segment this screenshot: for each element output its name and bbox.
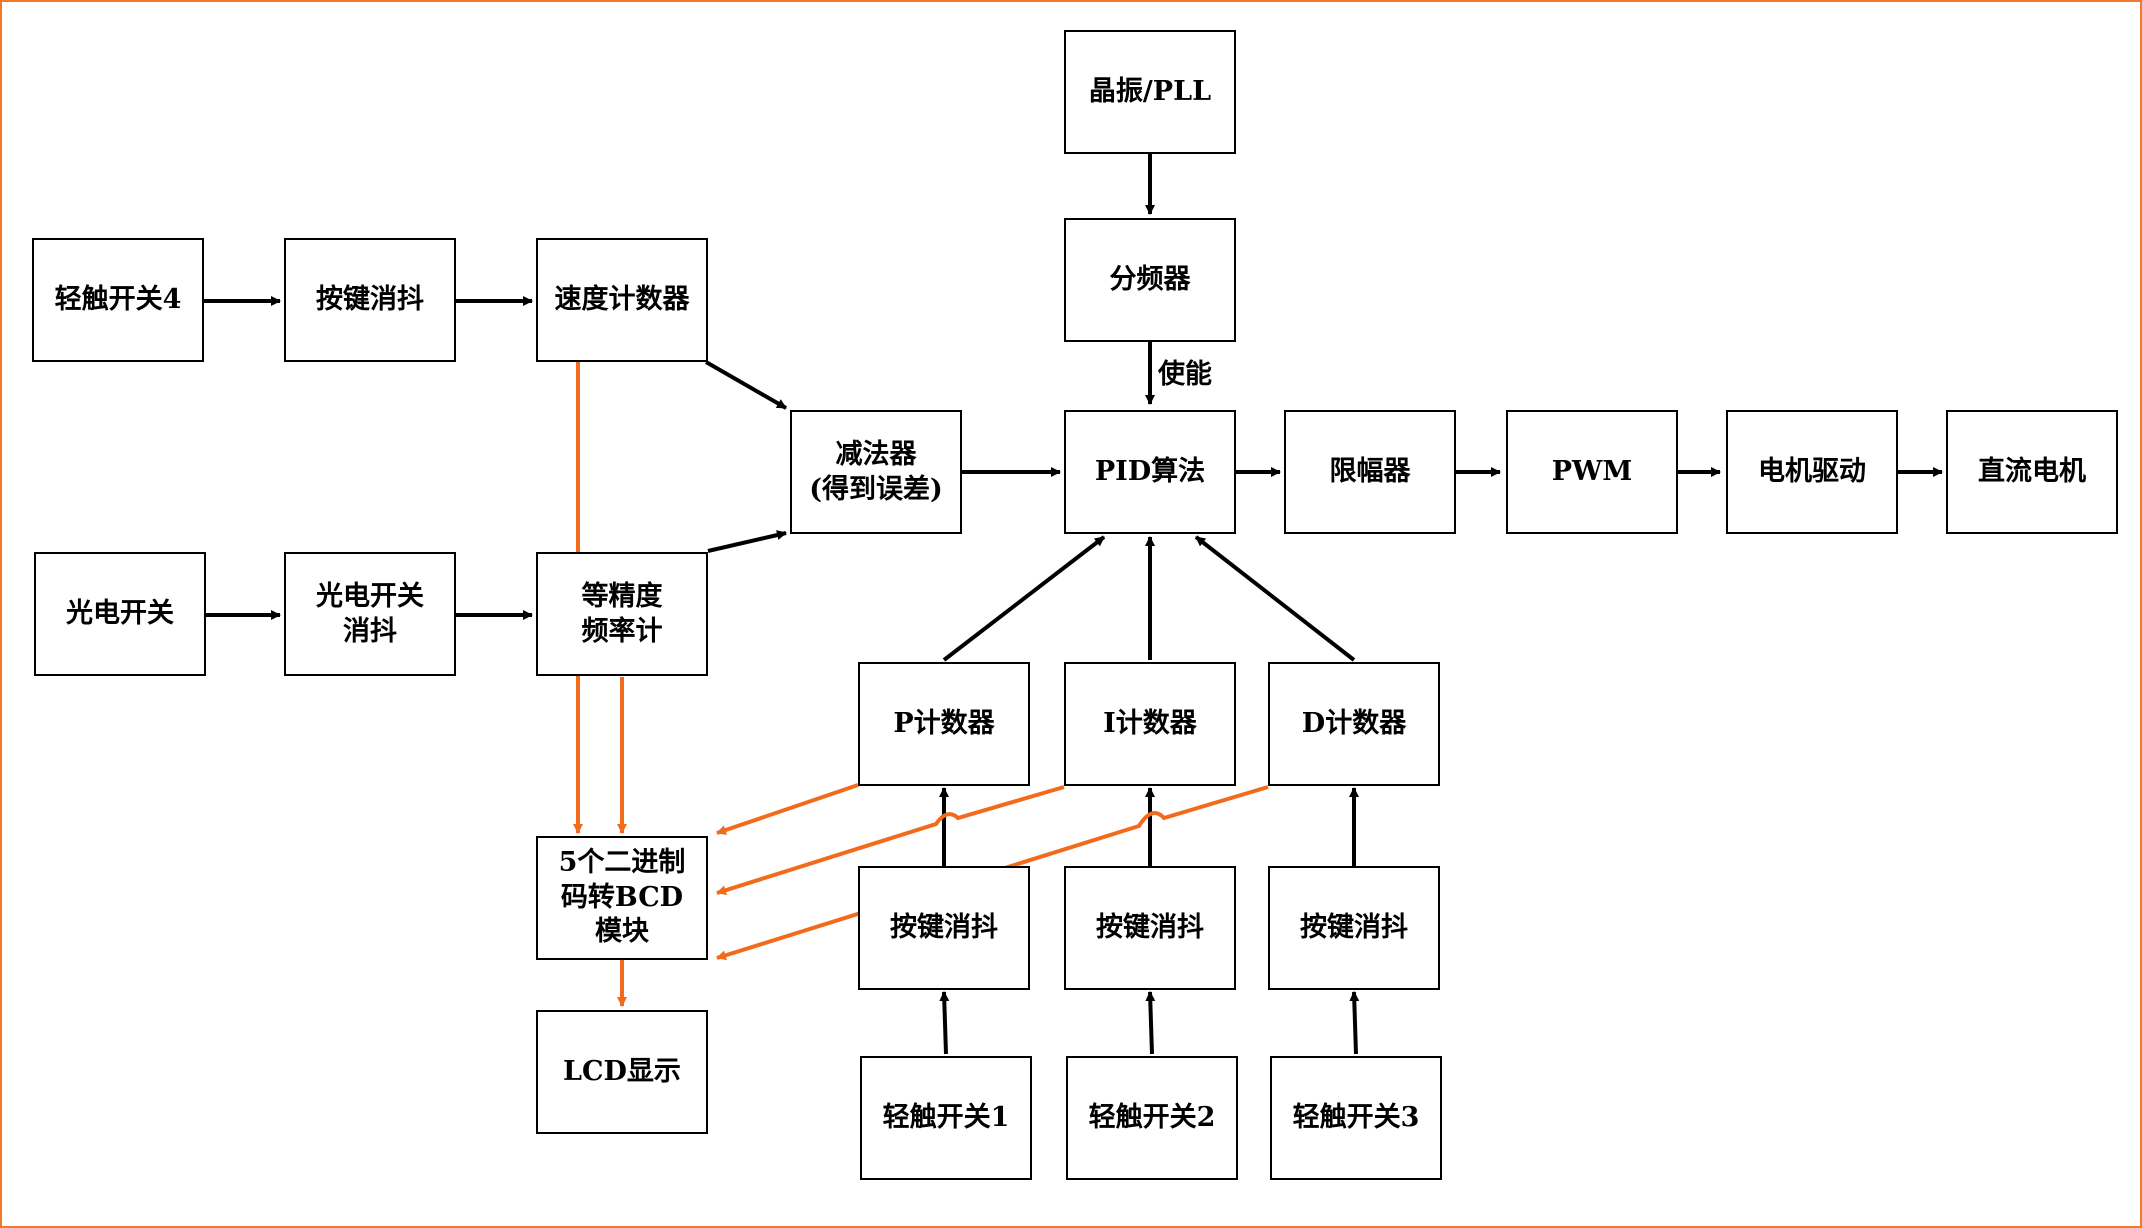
bcd-converter-label-line3: 模块 [595, 916, 649, 948]
photo-switch-label: 光电开关 [66, 598, 174, 630]
p-counter-label: P计数器 [893, 708, 995, 740]
debounce-d-block: 按键消抖 [1268, 866, 1440, 990]
pwm-block: PWM [1506, 410, 1678, 534]
debounce-i-block: 按键消抖 [1064, 866, 1236, 990]
wire-dcounter-pid [1194, 535, 1356, 662]
pwm-label: PWM [1551, 456, 1633, 488]
photo-debounce-block: 光电开关 消抖 [284, 552, 456, 676]
lcd-display-label: LCD显示 [563, 1056, 681, 1088]
bcd-converter-label-line1: 5个二进制 [558, 847, 686, 879]
wire-speed-subtractor [705, 360, 787, 410]
frequency-meter-label-line2: 频率计 [581, 616, 663, 647]
speed-counter-block: 速度计数器 [536, 238, 708, 362]
subtractor-label-line1: 减法器 [835, 438, 917, 470]
motor-driver-label: 电机驱动 [1758, 456, 1866, 488]
dc-motor-block: 直流电机 [1946, 410, 2118, 534]
subtractor-block: 减法器 (得到误差) [790, 410, 962, 534]
debounce-d-label: 按键消抖 [1300, 912, 1408, 944]
frequency-meter-label-line1: 等精度 [581, 580, 663, 612]
wire-freq-subtractor [707, 530, 787, 553]
switch1-block: 轻触开关1 [860, 1056, 1032, 1180]
switch4-block: 轻触开关4 [32, 238, 204, 362]
motor-driver-block: 电机驱动 [1726, 410, 1898, 534]
speed-counter-label: 速度计数器 [554, 284, 690, 316]
photo-debounce-label-line1: 光电开关 [316, 580, 424, 612]
photo-switch-block: 光电开关 [34, 552, 206, 676]
i-counter-block: I计数器 [1064, 662, 1236, 786]
switch4-label: 轻触开关4 [54, 284, 182, 316]
crystal-oscillator-block: 晶振/PLL [1064, 30, 1236, 154]
subtractor-label-line2: (得到误差) [809, 474, 943, 505]
dc-motor-label: 直流电机 [1978, 456, 2086, 488]
wire-dcounter-bcd [716, 785, 1269, 961]
debounce-p-block: 按键消抖 [858, 866, 1030, 990]
wire-switch1-debounce [939, 991, 950, 1055]
d-counter-block: D计数器 [1268, 662, 1440, 786]
enable-label: 使能 [1158, 359, 1212, 390]
switch2-label: 轻触开关2 [1088, 1102, 1216, 1134]
limiter-label: 限幅器 [1329, 456, 1411, 488]
switch2-block: 轻触开关2 [1066, 1056, 1238, 1180]
pid-label: PID算法 [1094, 456, 1206, 488]
frequency-meter-block: 等精度 频率计 [536, 552, 708, 676]
wire-switch3-debounce [1349, 991, 1360, 1055]
wire-pcounter-pid [942, 535, 1106, 662]
wire-pcounter-bcd [716, 783, 859, 835]
limiter-block: 限幅器 [1284, 410, 1456, 534]
switch1-label: 轻触开关1 [882, 1102, 1010, 1134]
debounce-p-label: 按键消抖 [890, 912, 998, 944]
debounce-top-label: 按键消抖 [316, 284, 424, 316]
p-counter-block: P计数器 [858, 662, 1030, 786]
d-counter-label: D计数器 [1301, 708, 1407, 740]
photo-debounce-label-line2: 消抖 [343, 616, 397, 647]
switch3-block: 轻触开关3 [1270, 1056, 1442, 1180]
pid-block: PID算法 [1064, 410, 1236, 534]
i-counter-label: I计数器 [1103, 708, 1197, 740]
debounce-i-label: 按键消抖 [1096, 912, 1204, 944]
bcd-converter-block: 5个二进制 码转BCD 模块 [536, 836, 708, 960]
debounce-top-block: 按键消抖 [284, 238, 456, 362]
frequency-divider-block: 分频器 [1064, 218, 1236, 342]
crystal-oscillator-label: 晶振/PLL [1088, 76, 1212, 108]
wire-icounter-bcd [716, 785, 1065, 896]
frequency-divider-label: 分频器 [1109, 264, 1191, 296]
bcd-converter-label-line2: 码转BCD [560, 881, 684, 913]
wire-switch2-debounce [1145, 991, 1156, 1055]
lcd-display-block: LCD显示 [536, 1010, 708, 1134]
switch3-label: 轻触开关3 [1292, 1102, 1420, 1134]
